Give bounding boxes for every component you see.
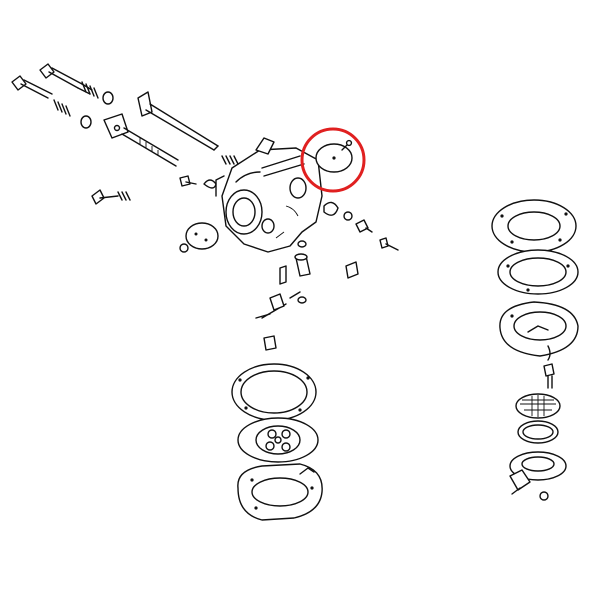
screw-bottom-right <box>539 491 549 501</box>
metering-diaphragm <box>499 301 579 361</box>
gasket-lower-left <box>231 363 317 421</box>
screw-small-b <box>355 219 373 233</box>
screw-left <box>91 189 131 205</box>
screw-throttle <box>179 243 189 253</box>
highlight-circle <box>300 127 366 193</box>
screw-small-c <box>379 237 399 251</box>
clip-right <box>323 201 339 216</box>
spring-top <box>81 81 114 105</box>
fuel-inlet-cover <box>509 451 567 495</box>
screw-right-stack <box>543 363 555 389</box>
spring-shaft <box>221 155 239 165</box>
pump-cover <box>237 463 323 521</box>
metering-diaphragm-gasket <box>491 199 577 253</box>
adjusting-screw-middle <box>11 75 53 99</box>
inlet-seat <box>294 253 311 277</box>
clip-left <box>203 179 217 189</box>
carburetor-body <box>215 137 323 253</box>
screw-small-a <box>343 211 353 221</box>
metering-gasket <box>497 249 579 295</box>
filter-ring <box>517 420 559 444</box>
choke-shaft <box>103 113 179 167</box>
washer-seat <box>297 240 307 248</box>
spring-middle <box>53 99 92 129</box>
metering-pin <box>263 335 277 351</box>
pin-left <box>179 175 197 187</box>
part-highlighted-diaphragm-plug <box>315 139 353 173</box>
plug-right <box>345 261 359 279</box>
metering-lever <box>255 291 307 319</box>
throttle-plate <box>185 222 219 250</box>
inlet-needle <box>279 265 287 285</box>
fuel-pump-diaphragm <box>237 417 319 463</box>
filter-screen <box>515 393 561 419</box>
adjusting-screw-top <box>39 63 93 95</box>
throttle-shaft <box>137 91 219 151</box>
